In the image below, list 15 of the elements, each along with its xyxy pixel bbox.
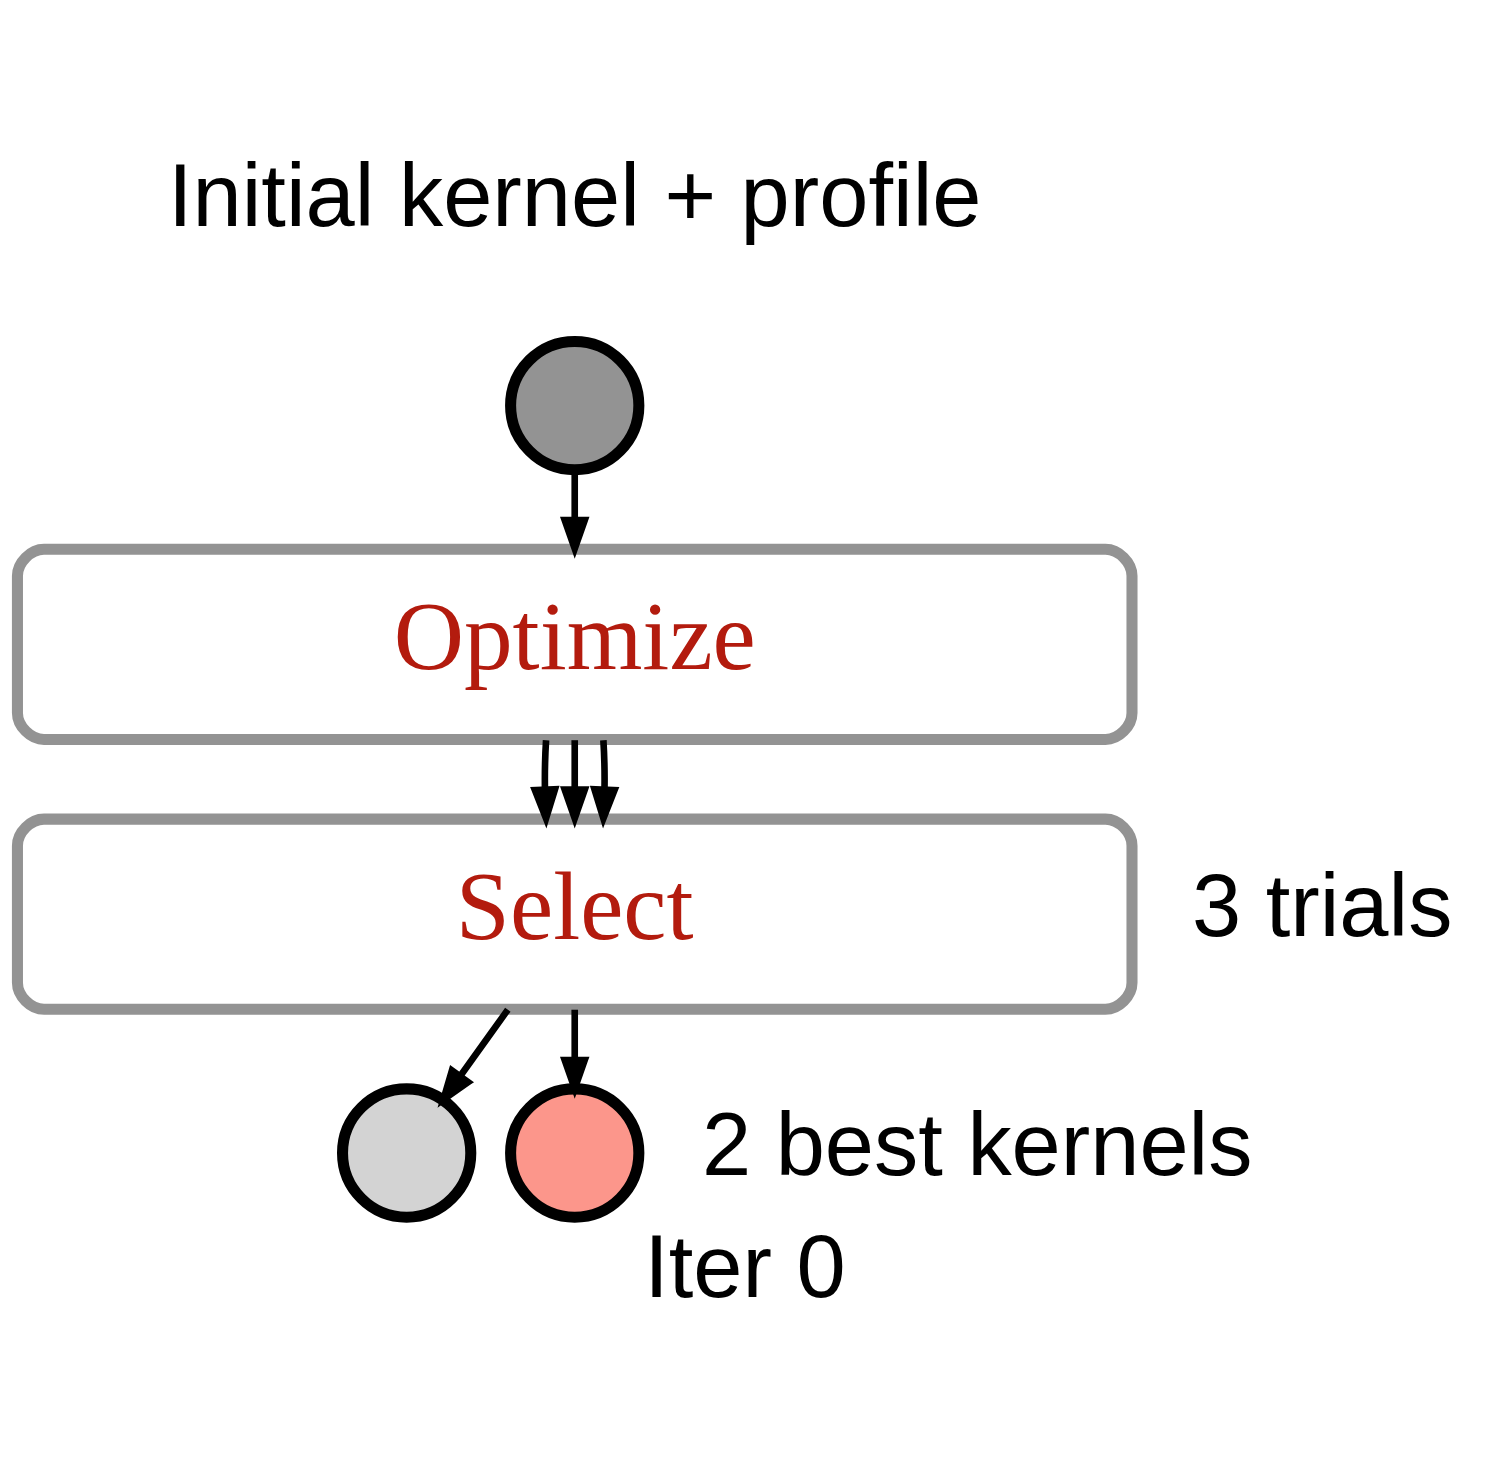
arrow [530,739,560,828]
label: 3 trials [1191,855,1453,955]
label: 2 best kernels [701,1094,1253,1194]
node-label: Initial kernel + profile [167,145,982,245]
node-box: Select [11,813,1138,1015]
arrow [560,1009,590,1099]
arrow [560,739,590,828]
node-circle [505,1082,645,1223]
arrow [560,469,590,559]
node-box: Optimize [11,543,1138,745]
caption: Iter 0 [644,1216,846,1316]
node-circle [505,335,645,475]
arrow [437,1007,511,1108]
node-circle [337,1082,477,1223]
arrow [589,739,620,828]
